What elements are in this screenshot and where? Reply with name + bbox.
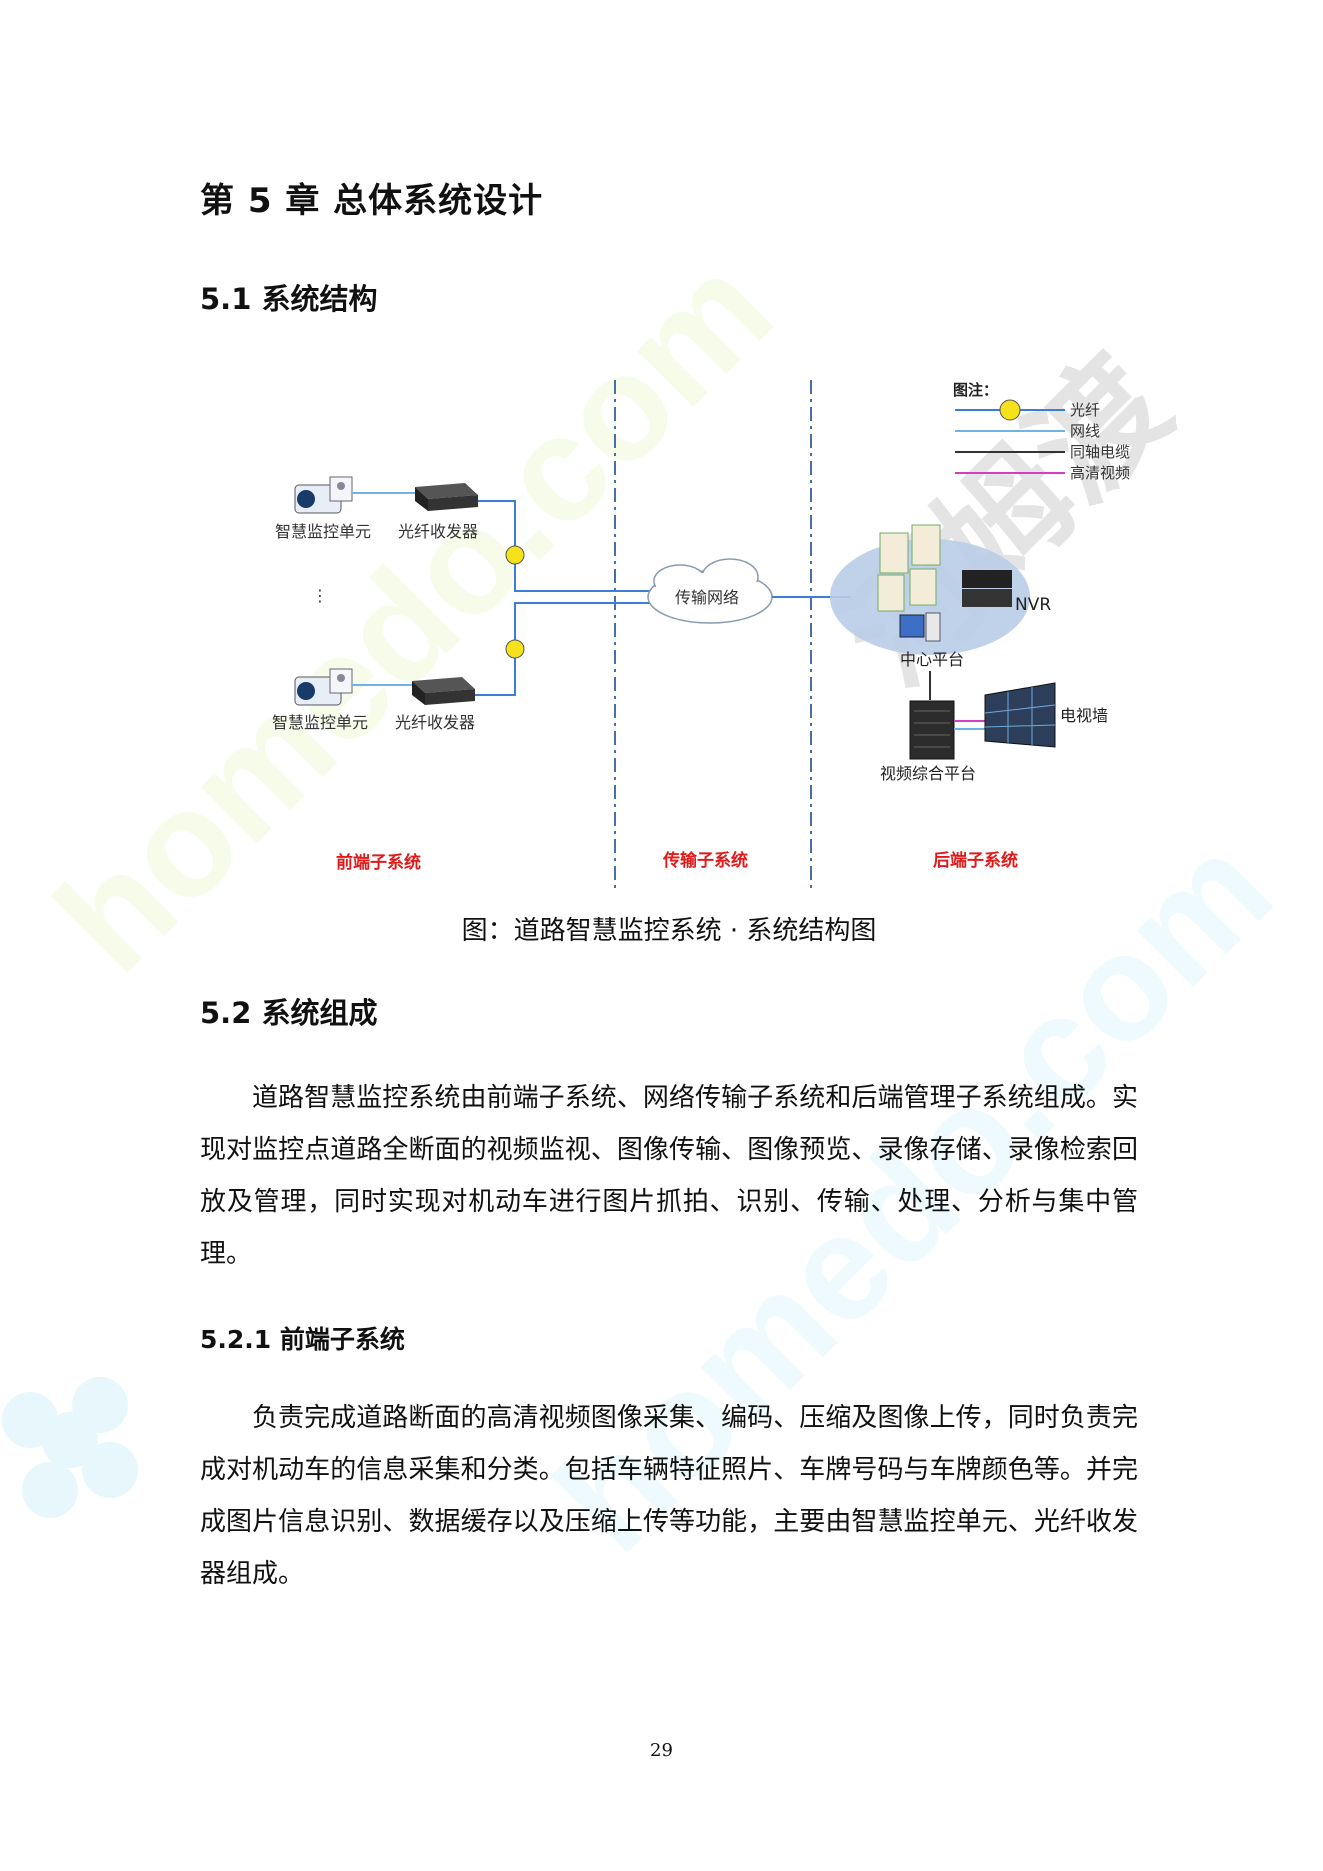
- transceiver-icon: [412, 677, 475, 705]
- network-cloud-icon: [647, 558, 773, 624]
- transceiver-icon: [415, 483, 478, 511]
- subsystem-backend: 后端子系统: [933, 850, 1018, 871]
- tv-wall-icon: [984, 682, 1056, 748]
- chapter-title: 第 5 章 总体系统设计: [200, 181, 544, 221]
- center-platform-label: 中心平台: [900, 650, 964, 669]
- video-platform-label: 视频综合平台: [880, 764, 976, 783]
- section-heading-5-2-1: 5.2.1 前端子系统: [200, 1325, 405, 1354]
- fiber-icon: [505, 639, 525, 659]
- legend-coax: 同轴电缆: [1070, 443, 1130, 461]
- subsystem-frontend: 前端子系统: [336, 852, 421, 873]
- nvr-label: NVR: [1015, 595, 1051, 615]
- legend-hd: 高清视频线: [1070, 464, 1130, 482]
- workstation-icon: [899, 612, 941, 642]
- legend-network: 网线: [1070, 422, 1100, 440]
- unit-label-bottom: 智慧监控单元: [272, 713, 368, 732]
- server-icon: [877, 524, 941, 612]
- fiber-icon: [505, 545, 525, 565]
- ellipsis: ⋮: [312, 586, 328, 605]
- face-capture-icon: [329, 668, 353, 694]
- section-heading-5-1: 5.1 系统结构: [200, 282, 378, 316]
- paragraph-frontend-subsystem: 负责完成道路断面的高清视频图像采集、编码、压缩及图像上传，同时负责完成对机动车的…: [200, 1403, 1138, 1589]
- system-structure-diagram: 图注： 光纤 网线 同轴电缆 高清视频线 智慧监控单元 光纤收发器 ⋮ 智慧监控…: [272, 380, 1130, 890]
- page-number: 29: [650, 1740, 673, 1761]
- fiber-icon: [999, 399, 1021, 421]
- network-cloud-label: 传输网络: [675, 588, 739, 607]
- nvr-icon: [962, 570, 1012, 607]
- face-capture-icon: [329, 476, 353, 502]
- transceiver-label-top: 光纤收发器: [398, 522, 478, 541]
- tv-wall-label: 电视墙: [1060, 706, 1108, 725]
- watermark-flower-icon: [2, 1377, 138, 1518]
- unit-label-top: 智慧监控单元: [275, 522, 371, 541]
- legend-title: 图注：: [953, 381, 998, 399]
- video-platform-icon: [909, 700, 955, 760]
- figure-caption: 图：道路智慧监控系统 · 系统结构图: [461, 916, 877, 946]
- subsystem-transmission: 传输子系统: [662, 850, 748, 871]
- transceiver-label-bottom: 光纤收发器: [395, 713, 475, 732]
- legend-fiber: 光纤: [1070, 401, 1100, 419]
- paragraph-system-composition: 道路智慧监控系统由前端子系统、网络传输子系统和后端管理子系统组成。实现对监控点道…: [200, 1083, 1138, 1269]
- section-heading-5-2: 5.2 系统组成: [200, 996, 378, 1030]
